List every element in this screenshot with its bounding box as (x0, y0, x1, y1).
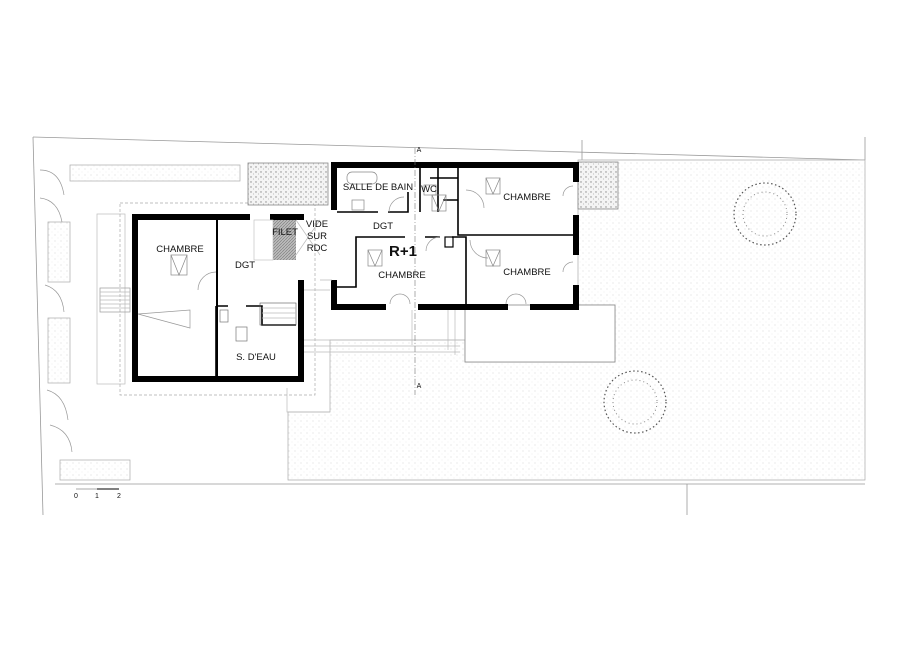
room-chambre-top-right: CHAMBRE (503, 192, 551, 203)
tree-icon (603, 370, 667, 434)
room-chambre-left: CHAMBRE (156, 244, 204, 255)
room-chambre-bottom-right: CHAMBRE (503, 267, 551, 278)
room-dgt-left: DGT (235, 260, 255, 271)
room-s-deau: S. D'EAU (236, 352, 276, 363)
room-dgt-right: DGT (373, 221, 393, 232)
vide-line-1: VIDE (306, 219, 328, 230)
room-wc: WC (421, 184, 437, 195)
terrace (464, 304, 616, 363)
right-block-walls (331, 162, 579, 310)
vide-line-3: RDC (307, 243, 328, 254)
section-marker-top: A (417, 147, 422, 154)
planter-right (577, 161, 619, 210)
skylight-icons (170, 177, 501, 276)
planter-left (247, 162, 329, 206)
vide-line-2: SUR (307, 231, 327, 242)
tree-icon (612, 379, 658, 425)
section-marker-bottom: A (417, 383, 422, 390)
site-boundary (32, 136, 866, 516)
tree-icon (742, 191, 788, 237)
room-salle-de-bain: SALLE DE BAIN (343, 182, 413, 193)
scale-tick-0: 0 (74, 493, 78, 500)
left-block-walls (132, 214, 321, 382)
scale-tick-2: 2 (117, 493, 121, 500)
level-label: R+1 (389, 243, 417, 260)
room-labels: CHAMBRE DGT FILET VIDE SUR RDC S. D'EAU … (156, 182, 551, 363)
room-filet: FILET (272, 227, 298, 238)
side-planting (39, 164, 316, 481)
scale-tick-1: 1 (95, 493, 99, 500)
scale-bar: 0 1 2 (74, 488, 121, 500)
room-chambre-center: CHAMBRE (378, 270, 426, 281)
tree-icon (733, 182, 797, 246)
